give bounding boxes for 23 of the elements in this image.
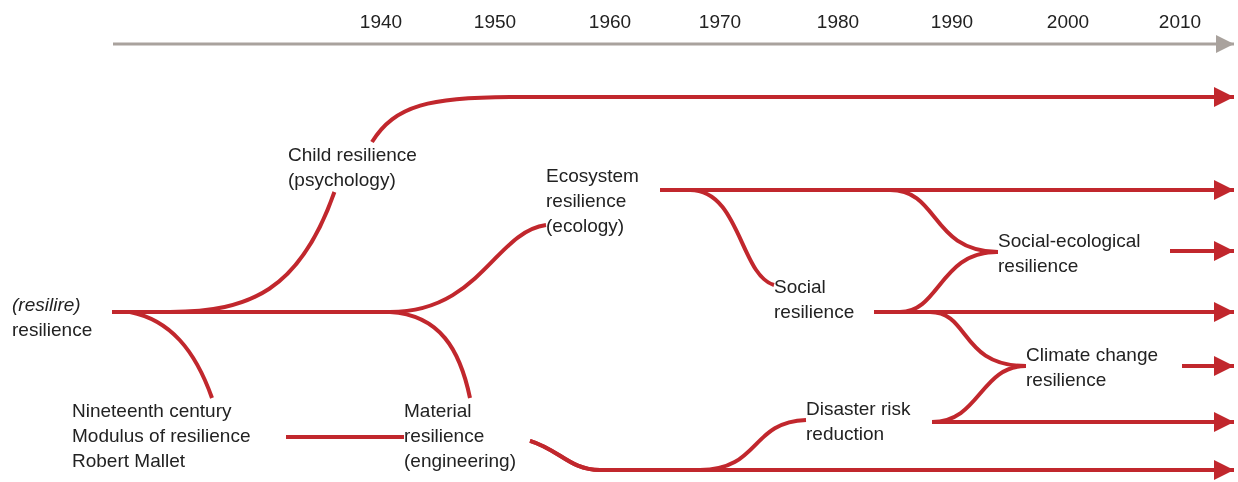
year-label: 1950	[473, 10, 517, 34]
arrow	[1170, 241, 1234, 261]
concept-label: Social-ecological resilience	[998, 228, 1170, 278]
arrow	[932, 412, 1234, 432]
arrow	[370, 87, 1234, 144]
concept-label: Social resilience	[774, 274, 874, 324]
year-label: 1940	[359, 10, 403, 34]
year-label: 1970	[698, 10, 742, 34]
year-label: 2000	[1046, 10, 1090, 34]
arrow	[529, 438, 1234, 480]
concept-label: Material resilience (engineering)	[404, 398, 530, 473]
year-label: 1990	[930, 10, 974, 34]
concept-label: (resilire) resilience	[12, 292, 112, 342]
concept-label: Nineteenth century Modulus of resilience Robert Mallet	[72, 398, 286, 473]
year-label: 2010	[1158, 10, 1202, 34]
concept-label: Child resilience (psychology)	[288, 142, 448, 192]
concept-label: Climate change resilience	[1026, 342, 1182, 392]
year-label: 1980	[816, 10, 860, 34]
arrow	[1182, 356, 1234, 376]
year-label: 1960	[588, 10, 632, 34]
concept-label: Disaster risk reduction	[806, 396, 932, 446]
connector-line	[286, 435, 404, 439]
concept-label: Ecosystem resilience (ecology)	[546, 163, 660, 238]
